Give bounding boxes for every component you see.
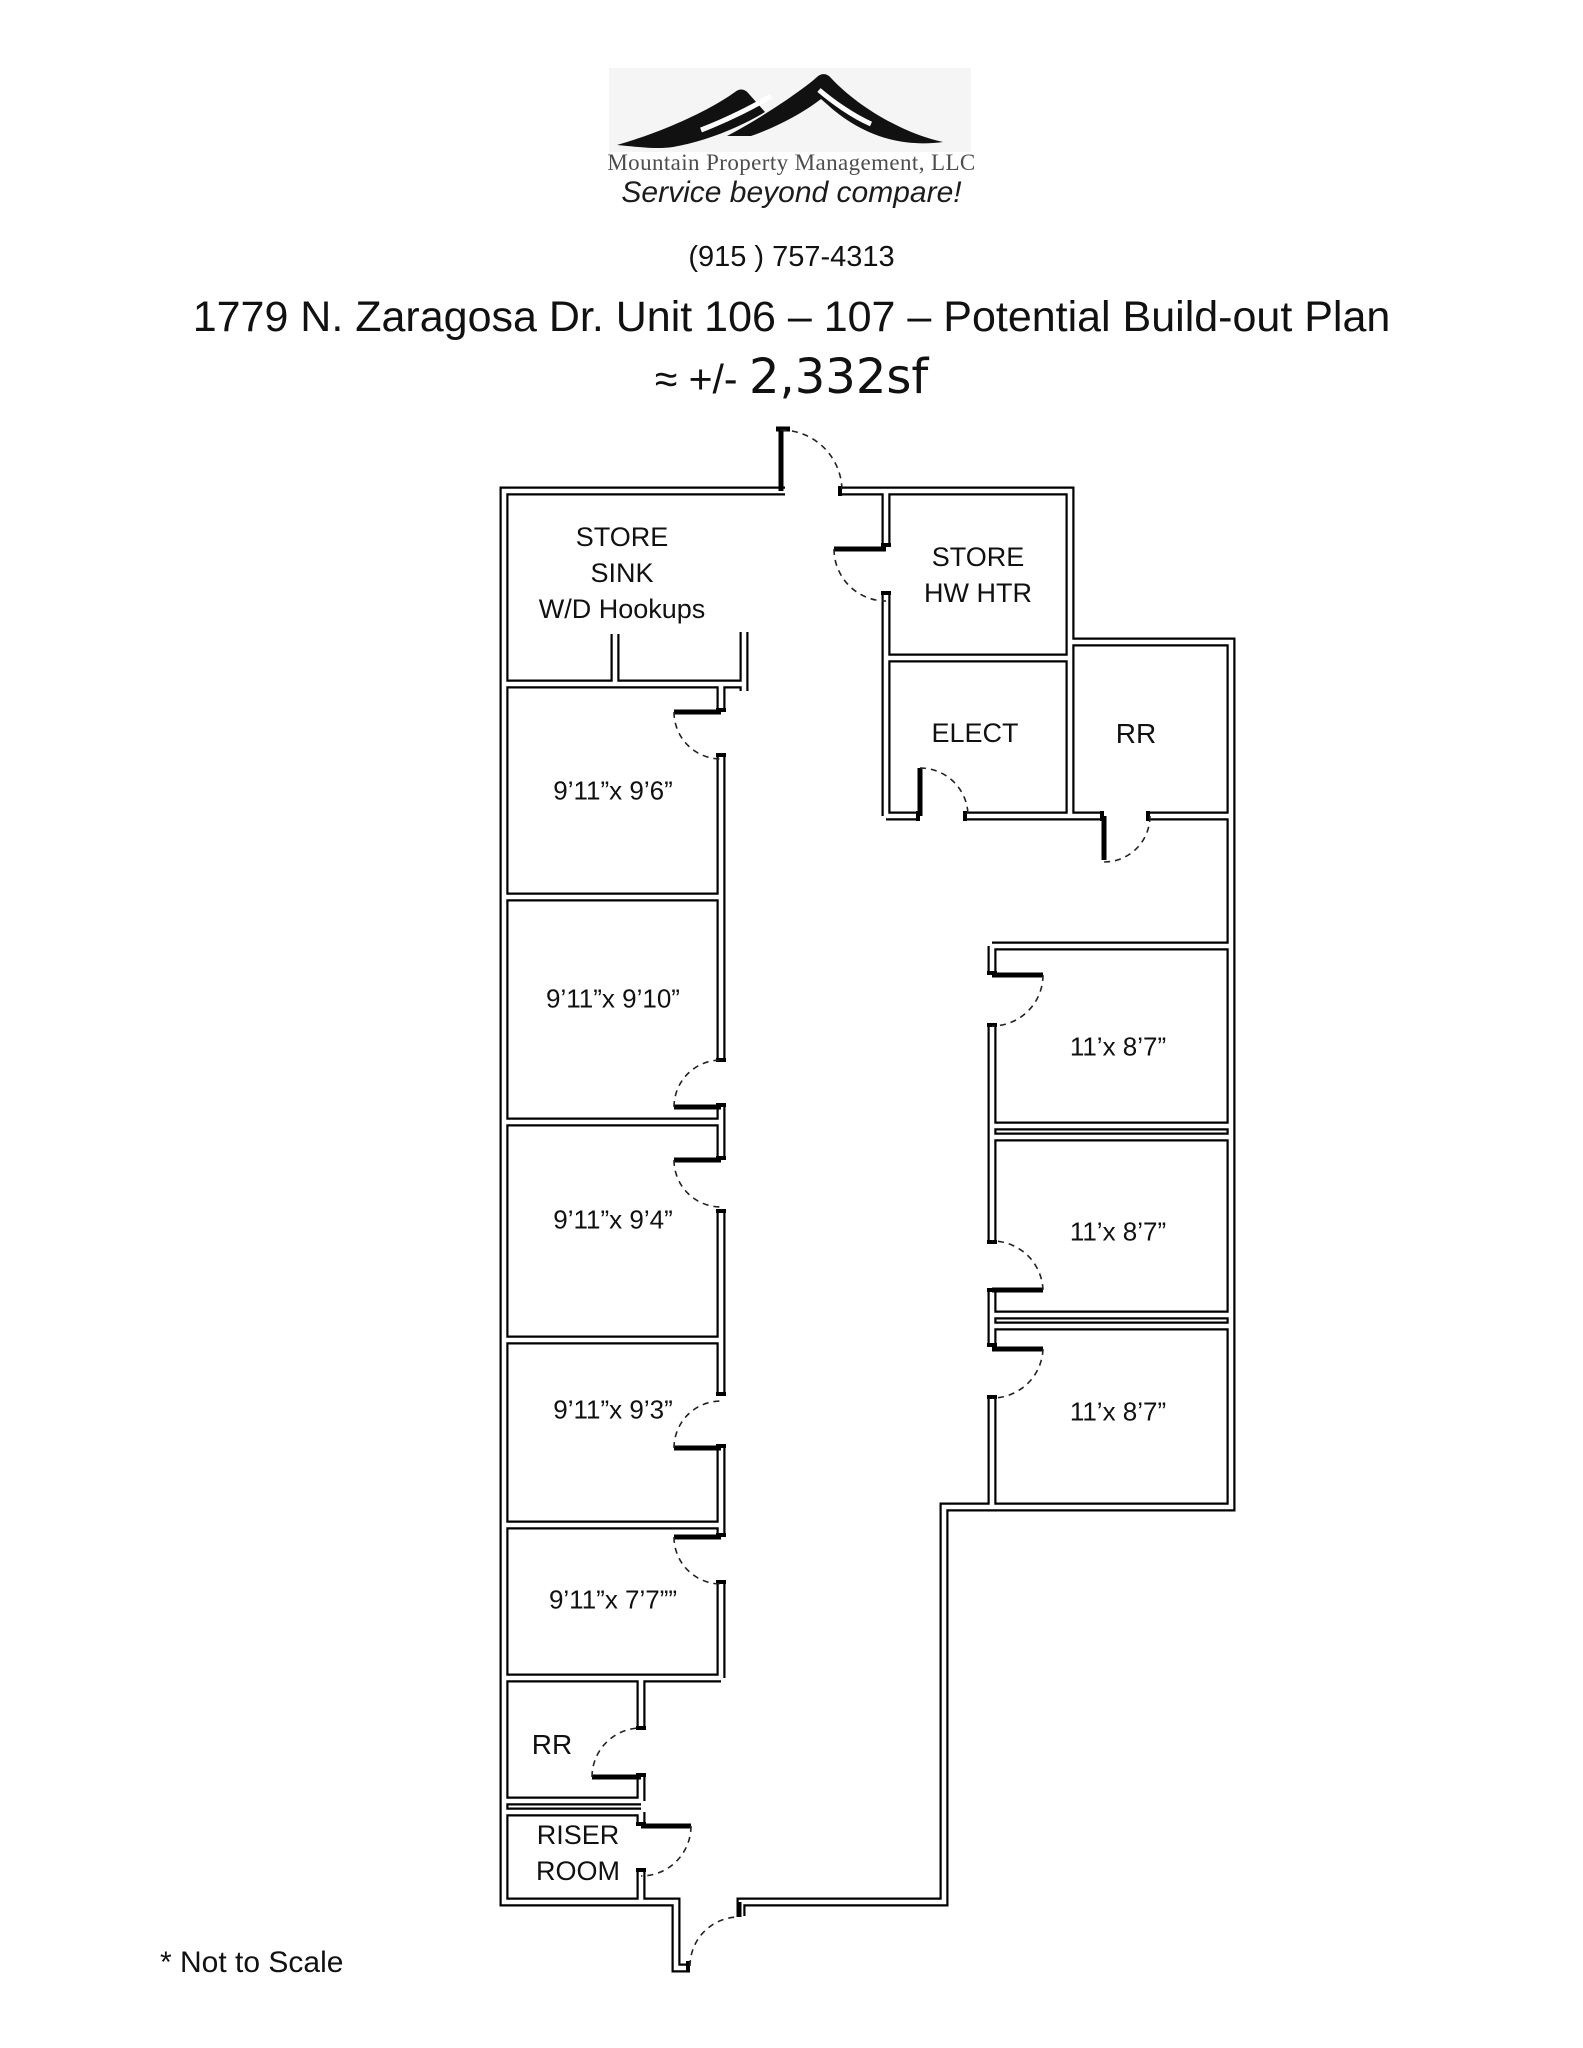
room-label-9-10: 9’11”x 9’10” [546,983,680,1014]
riser-line2: ROOM [536,1856,620,1886]
store-sink-line3: W/D Hookups [538,594,706,624]
area-approx-prefix: ≈ +/- [654,356,749,402]
room-label-rr-left: RR [531,1729,573,1760]
riser-line1: RISER [536,1820,620,1850]
not-to-scale-note: * Not to Scale [160,1946,344,1979]
logo-mountains-icon [609,68,971,152]
store-sink-line2: SINK [590,558,654,588]
page-title: 1779 N. Zaragosa Dr. Unit 106 – 107 – Po… [192,293,1391,341]
room-label-store-sink: STORE SINK W/D Hookups [539,519,706,627]
store-hwhtr-line2: HW HTR [924,578,1032,608]
room-label-right-3: 11’x 8’7” [1069,1396,1167,1427]
area-subtitle: ≈ +/- 2,332sf [0,349,1583,405]
area-value: 2,332sf [748,349,929,405]
door-swing-arcs [591,429,1151,1967]
phone-number: (915 ) 757-4313 [688,241,895,273]
store-hwhtr-line1: STORE [931,542,1025,572]
door-leaves [592,426,1107,1917]
room-label-7-7: 9’11”x 7’7”” [548,1584,678,1615]
room-label-9-3: 9’11”x 9’3” [553,1394,673,1425]
company-tagline: Service beyond compare! [621,176,962,209]
room-label-right-1: 11’x 8’7” [1069,1031,1167,1062]
floor-plan-walls [499,486,1236,1973]
company-name: Mountain Property Management, LLC [607,150,976,175]
room-label-9-4: 9’11”x 9’4” [553,1204,673,1235]
room-label-elect: ELECT [931,718,1019,748]
store-sink-line1: STORE [575,522,669,552]
room-label-store-hwhtr: STORE HW HTR [924,539,1032,611]
room-label-riser-room: RISER ROOM [536,1817,620,1889]
room-label-right-2: 11’x 8’7” [1069,1216,1167,1247]
room-label-rr-right: RR [1115,718,1157,749]
room-label-9-6: 9’11”x 9’6” [553,775,673,806]
